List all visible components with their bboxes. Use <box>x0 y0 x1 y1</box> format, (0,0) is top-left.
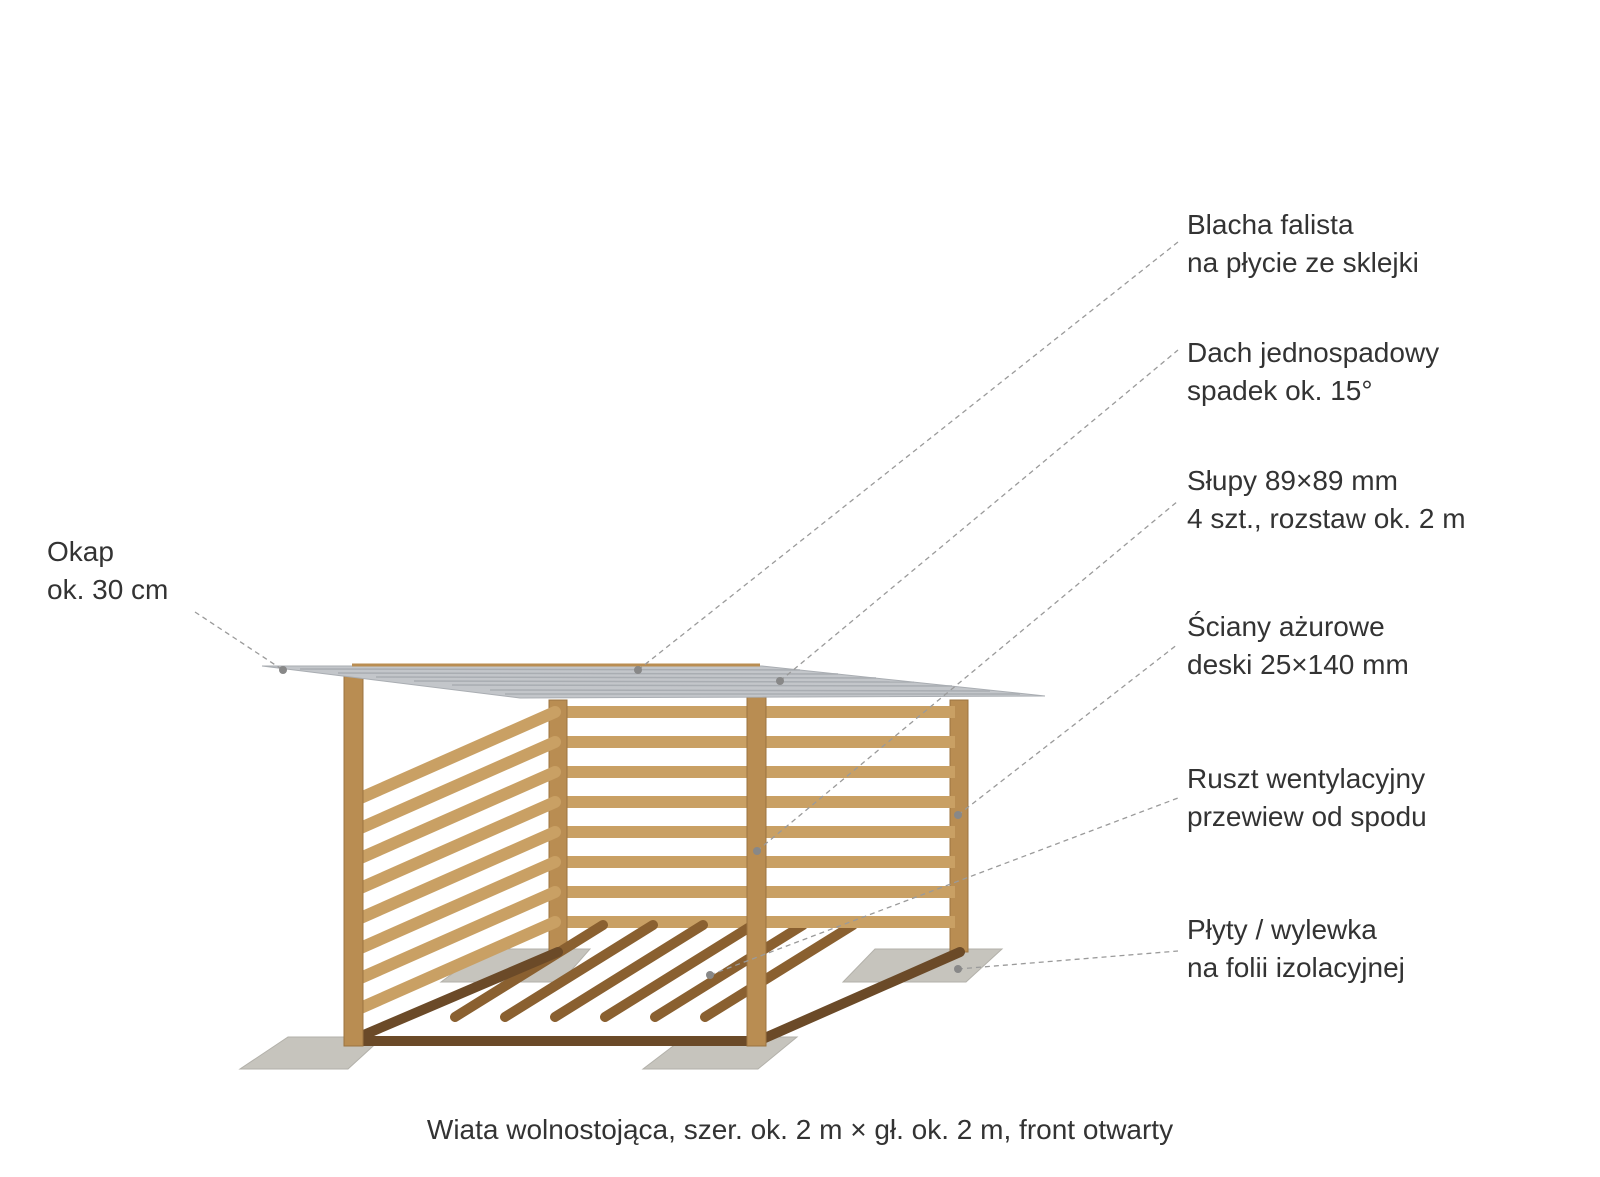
callout-walls-line1: Ściany ażurowe <box>1187 611 1385 642</box>
leader-base <box>957 950 1179 970</box>
callout-eave-line2: ok. 30 cm <box>47 574 169 605</box>
callout-posts-line2: 4 szt., rozstaw ok. 2 m <box>1187 503 1466 534</box>
front-posts <box>343 675 767 1047</box>
callout-posts: Słupy 89×89 mm 4 szt., rozstaw ok. 2 m <box>1187 462 1466 538</box>
callout-roof-material-line2: na płycie ze sklejki <box>1187 247 1419 278</box>
callout-eave-line1: Okap <box>47 536 114 567</box>
roof <box>261 663 1046 699</box>
floor-grate <box>450 920 858 1022</box>
base-frame <box>347 947 965 1046</box>
leader-posts <box>756 500 1179 852</box>
leader-roof-material <box>637 241 1179 671</box>
leader-eave <box>194 611 284 671</box>
callout-eave: Okap ok. 30 cm <box>47 533 168 609</box>
callout-roof-material: Blacha falista na płycie ze sklejki <box>1187 206 1419 282</box>
callout-vent: Ruszt wentylacyjny przewiew od spodu <box>1187 760 1427 836</box>
callout-vent-line1: Ruszt wentylacyjny <box>1187 763 1426 794</box>
callout-base-line2: na folii izolacyjnej <box>1187 952 1405 983</box>
callout-roof-material-line1: Blacha falista <box>1187 209 1354 240</box>
callout-roof-type-line1: Dach jednospadowy <box>1187 337 1440 368</box>
callout-walls-line2: deski 25×140 mm <box>1187 649 1409 680</box>
leader-dots <box>279 666 962 979</box>
left-wall-slats <box>350 706 561 1016</box>
right-wall-slats <box>765 706 955 928</box>
callout-base-line1: Płyty / wylewka <box>1187 914 1377 945</box>
leader-walls <box>957 643 1179 816</box>
callout-roof-type-line2: spadek ok. 15° <box>1187 375 1373 406</box>
diagram-caption: Wiata wolnostojąca, szer. ok. 2 m × gł. … <box>426 1114 1174 1145</box>
post-front-right <box>746 693 767 1047</box>
leader-vent <box>709 797 1179 976</box>
post-front-left <box>343 675 364 1047</box>
leader-lines <box>194 241 1179 976</box>
callout-base: Płyty / wylewka na folii izolacyjnej <box>1187 911 1405 987</box>
callout-posts-line1: Słupy 89×89 mm <box>1187 465 1398 496</box>
callout-vent-line2: przewiew od spodu <box>1187 801 1427 832</box>
callout-walls: Ściany ażurowe deski 25×140 mm <box>1187 608 1409 684</box>
callout-roof-type: Dach jednospadowy spadek ok. 15° <box>1187 334 1439 410</box>
